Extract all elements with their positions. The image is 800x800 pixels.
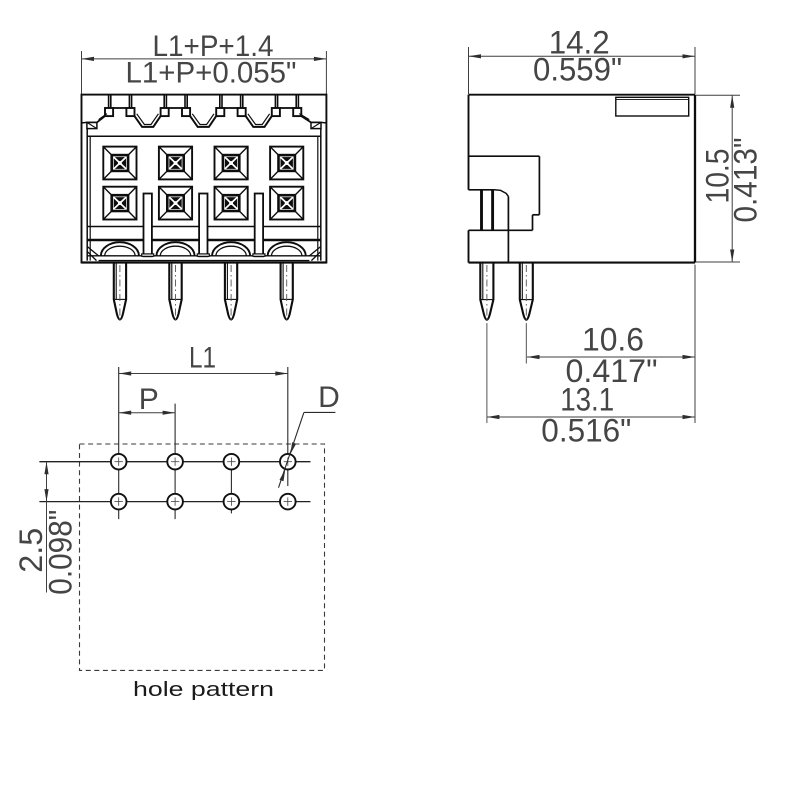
svg-text:L1+P+1.4: L1+P+1.4 — [153, 30, 274, 63]
svg-text:P: P — [139, 383, 159, 416]
svg-text:10.5: 10.5 — [700, 149, 736, 204]
svg-text:13.1: 13.1 — [560, 381, 614, 417]
svg-text:10.6: 10.6 — [582, 322, 644, 358]
svg-text:D: D — [318, 381, 340, 414]
svg-text:hole pattern: hole pattern — [133, 679, 274, 701]
svg-text:0.417": 0.417" — [566, 353, 658, 389]
svg-text:0.559": 0.559" — [533, 51, 622, 87]
svg-text:14.2: 14.2 — [549, 25, 610, 61]
svg-text:L1+P+0.055": L1+P+0.055" — [126, 56, 297, 89]
svg-text:0.098": 0.098" — [43, 510, 79, 595]
svg-text:2.5: 2.5 — [13, 528, 49, 573]
svg-text:L1: L1 — [189, 341, 216, 374]
svg-text:0.516": 0.516" — [541, 412, 631, 448]
svg-text:0.413": 0.413" — [728, 138, 764, 223]
